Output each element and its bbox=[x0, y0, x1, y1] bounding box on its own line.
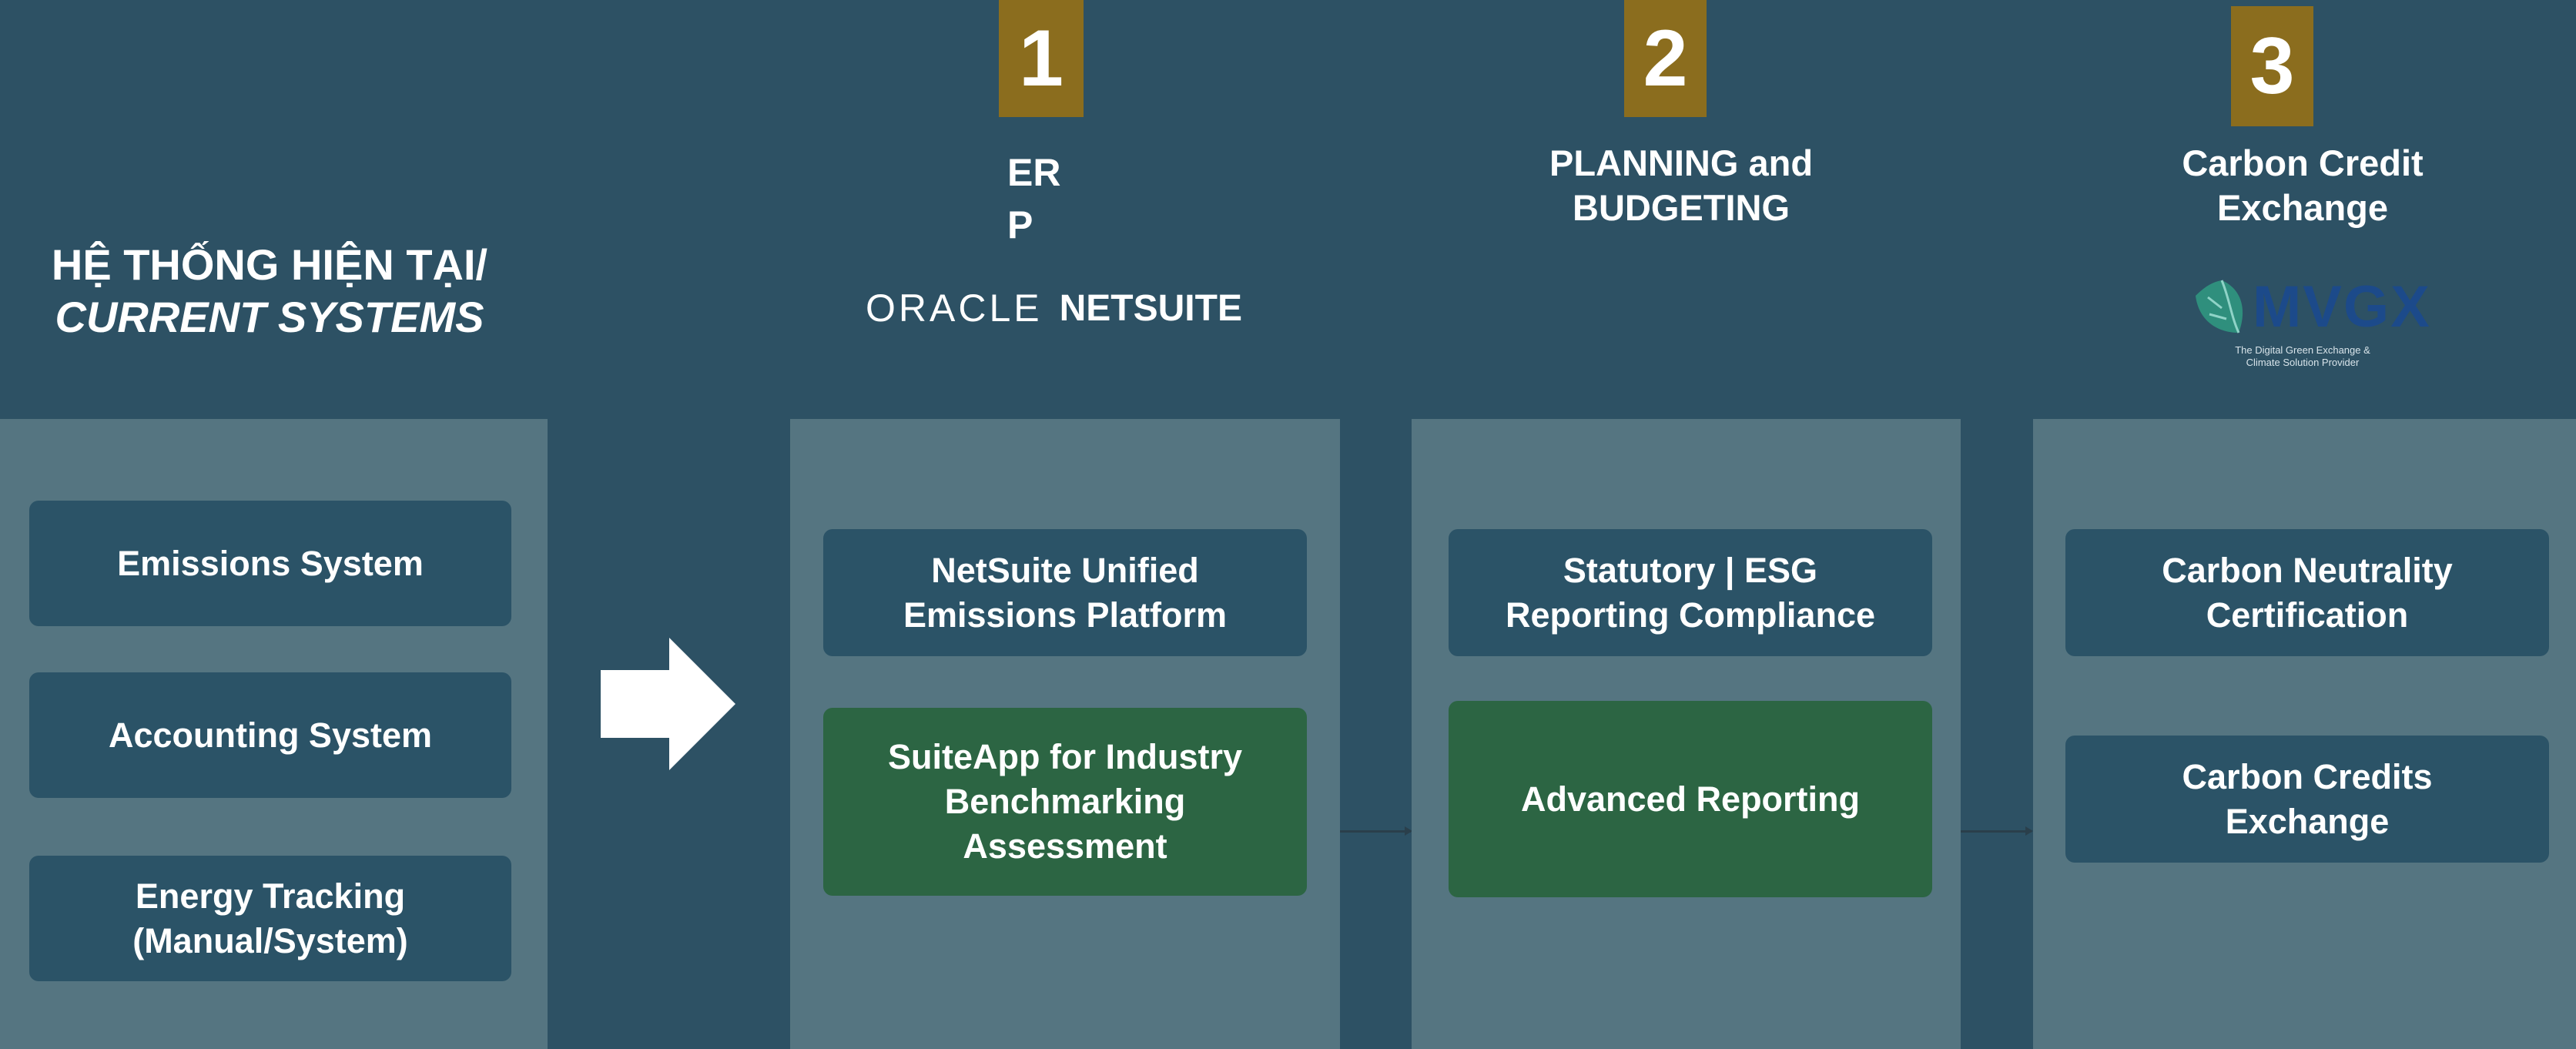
energy-tracking-box[interactable]: Energy Tracking (Manual/System) bbox=[29, 856, 511, 981]
mvgx-logo: MVGX The Digital Green Exchange & Climat… bbox=[2191, 273, 2430, 374]
mvgx-tagline: The Digital Green Exchange & Climate Sol… bbox=[2235, 344, 2370, 368]
statutory-esg-reporting-box[interactable]: Statutory | ESG Reporting Compliance bbox=[1449, 529, 1932, 656]
current-systems-title-en: CURRENT SYSTEMS bbox=[55, 293, 484, 341]
emissions-system-box[interactable]: Emissions System bbox=[29, 501, 511, 626]
step-badge-1: 1 bbox=[999, 0, 1084, 117]
carbon-credit-exchange-title: Carbon Credit Exchange bbox=[2182, 142, 2424, 228]
erp-title: ER P bbox=[1007, 151, 1061, 246]
mvgx-logo-text: MVGX bbox=[2253, 274, 2431, 340]
current-systems-title-vi: HỆ THỐNG HIỆN TẠI/ bbox=[51, 240, 488, 289]
step-badge-2: 2 bbox=[1624, 0, 1707, 117]
oracle-netsuite-logo: ORACLE NETSUITE bbox=[866, 285, 1266, 331]
accounting-system-box[interactable]: Accounting System bbox=[29, 672, 511, 798]
carbon-neutrality-certification-box[interactable]: Carbon Neutrality Certification bbox=[2065, 529, 2549, 656]
advanced-reporting-box[interactable]: Advanced Reporting bbox=[1449, 701, 1932, 897]
carbon-panel bbox=[2033, 419, 2576, 1049]
oracle-logo-text: ORACLE bbox=[866, 287, 1043, 330]
suiteapp-benchmarking-box[interactable]: SuiteApp for Industry Benchmarking Asses… bbox=[823, 708, 1307, 896]
current-systems-title: HỆ THỐNG HIỆN TẠI/ CURRENT SYSTEMS bbox=[0, 239, 539, 344]
netsuite-emissions-platform-box[interactable]: NetSuite Unified Emissions Platform bbox=[823, 529, 1307, 656]
planning-budgeting-title: PLANNING and BUDGETING bbox=[1549, 142, 1814, 228]
carbon-credits-exchange-box[interactable]: Carbon Credits Exchange bbox=[2065, 736, 2549, 863]
connector-1-to-2 bbox=[1340, 826, 1412, 836]
leaf-logo-icon bbox=[2196, 280, 2243, 333]
step-badge-3: 3 bbox=[2231, 6, 2313, 126]
transition-arrow-icon bbox=[601, 638, 735, 770]
netsuite-logo-text: NETSUITE bbox=[1059, 287, 1242, 329]
connector-2-to-3 bbox=[1961, 826, 2033, 836]
